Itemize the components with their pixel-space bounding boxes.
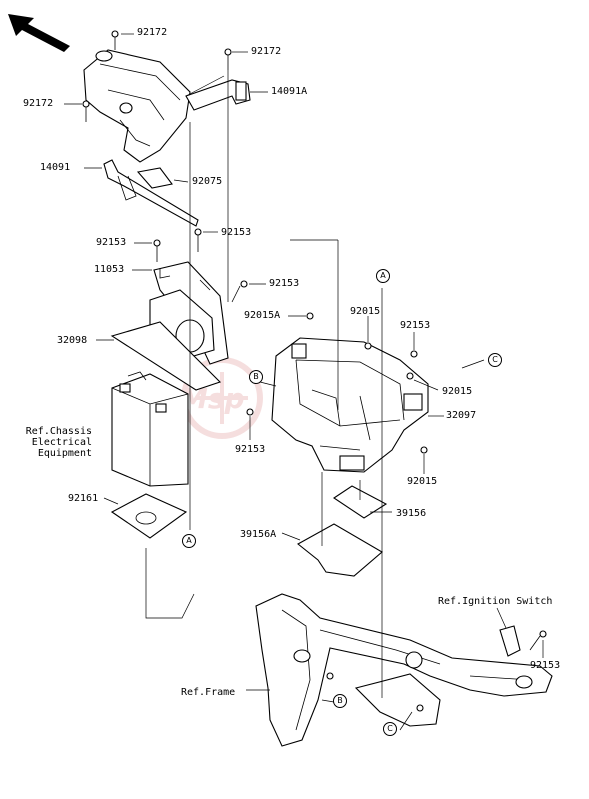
part-label-92075: 92075 — [192, 176, 223, 187]
part-label-92153: 92153 — [235, 444, 266, 455]
ref-chassis-line2: Electrical — [31, 437, 92, 448]
callout-c: C — [488, 353, 502, 367]
part-label-92172: 92172 — [23, 98, 54, 109]
callout-b: B — [249, 370, 263, 384]
part-label-92015: 92015 — [350, 306, 381, 317]
bracket-14091 — [103, 159, 199, 227]
part-label-92153: 92153 — [269, 278, 300, 289]
part-label-32098: 32098 — [57, 335, 88, 346]
bracket-14091A — [185, 79, 251, 111]
ref-ignition-switch: Ref.Ignition Switch — [438, 596, 553, 607]
part-label-92172: 92172 — [137, 27, 168, 38]
part-label-92015: 92015 — [442, 386, 473, 397]
part-label-92153: 92153 — [96, 237, 127, 248]
battery-case-32097 — [271, 337, 429, 473]
part-label-92015: 92015 — [407, 476, 438, 487]
part-label-14091A: 14091A — [271, 86, 308, 97]
callout-b: B — [333, 694, 347, 708]
pad-39156A — [297, 523, 383, 577]
battery — [111, 371, 189, 487]
front-direction-arrow — [8, 14, 70, 52]
part-label-92153: 92153 — [221, 227, 252, 238]
battery-pad-92161 — [110, 493, 188, 539]
tray-32098 — [110, 321, 222, 391]
ref-chassis-line1: Ref.Chassis — [25, 426, 92, 437]
upper-cover-bracket — [83, 49, 191, 163]
part-label-11053: 11053 — [94, 264, 125, 275]
pad-92075 — [136, 167, 173, 189]
pad-39156 — [333, 485, 388, 519]
part-label-92153: 92153 — [400, 320, 431, 331]
callout-a: A — [376, 269, 390, 283]
part-label-92015A: 92015A — [244, 310, 281, 321]
part-label-14091: 14091 — [40, 162, 71, 173]
part-label-39156: 39156 — [396, 508, 427, 519]
ref-frame: Ref.Frame — [181, 687, 236, 698]
svg-text:Msp: Msp — [180, 382, 245, 415]
part-label-32097: 32097 — [446, 410, 477, 421]
frame — [255, 593, 553, 747]
part-label-92153: 92153 — [530, 660, 561, 671]
part-label-39156A: 39156A — [240, 529, 277, 540]
ignition-bracket — [499, 625, 521, 657]
leader-lines — [64, 33, 544, 731]
part-label-92161: 92161 — [68, 493, 99, 504]
part-label-92172: 92172 — [251, 46, 282, 57]
callout-a: A — [182, 534, 196, 548]
bolts — [82, 30, 547, 712]
ref-chassis-line3: Equipment — [37, 448, 92, 459]
callout-c: C — [383, 722, 397, 736]
